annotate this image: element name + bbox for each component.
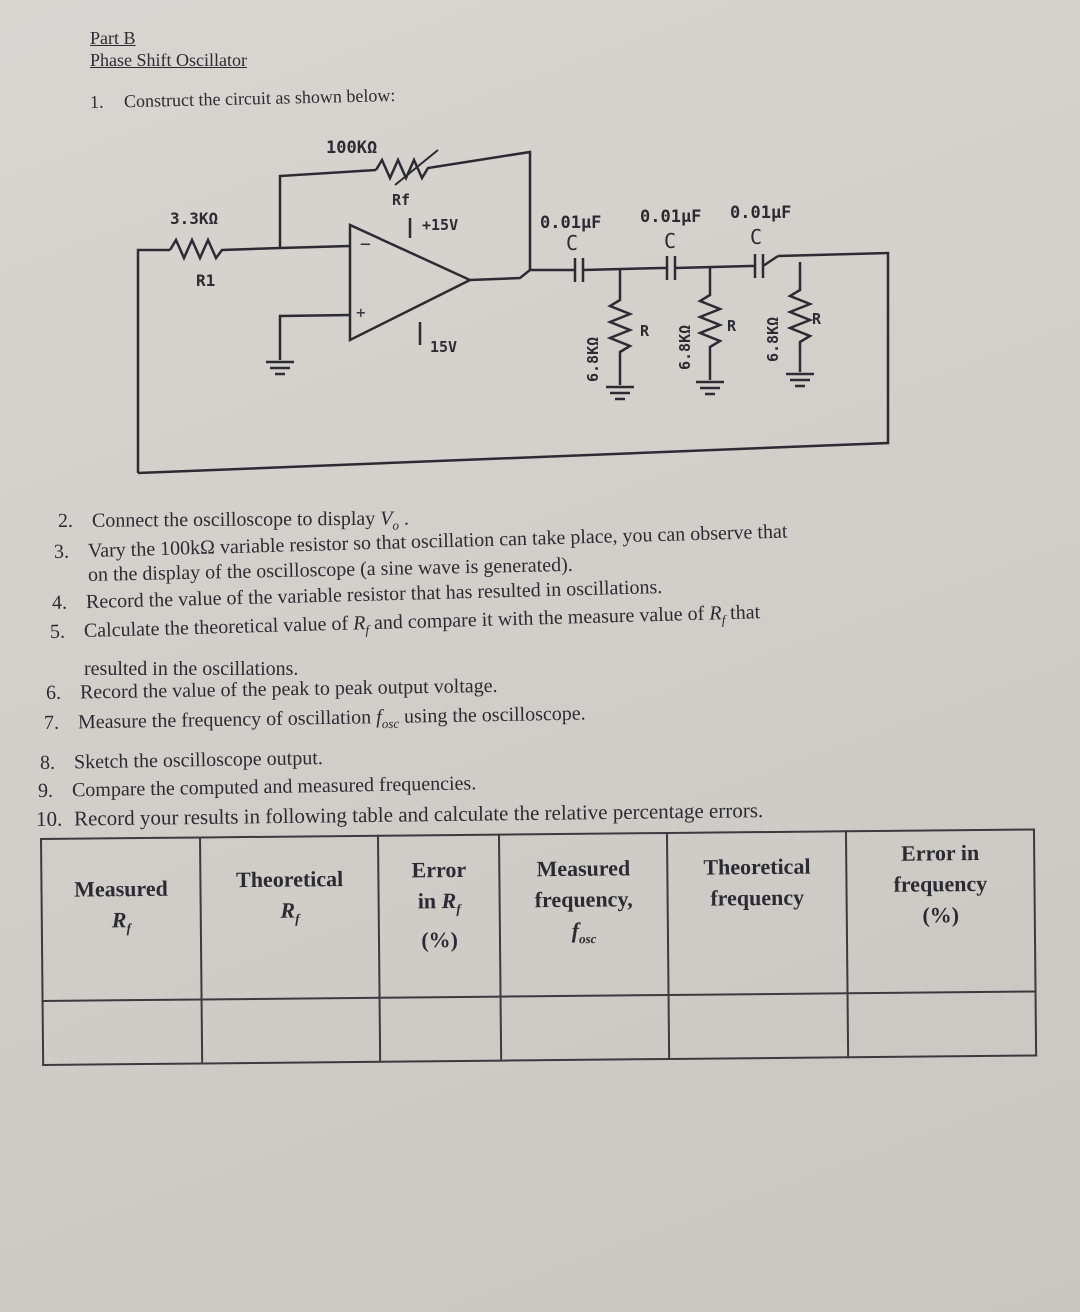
cell-measured-freq[interactable] [500,994,670,1061]
col-measured-rf: Measured Rf [41,837,202,1001]
cell-theoretical-rf[interactable] [201,997,381,1064]
shunt-3-value: 6.8KΩ [764,317,782,362]
col-theoretical-freq: Theoretical frequency [667,831,848,995]
cell-error-rf[interactable] [380,996,501,1062]
cap-3-label: C [750,225,762,249]
step-9: 9.Compare the computed and measured freq… [37,772,477,802]
capacitor-1 [570,258,663,282]
col-measured-freq: Measured frequency, fosc [498,832,669,997]
shunt-1-value: 6.8KΩ [584,337,602,382]
circuit-diagram: 100KΩ Rf 3.3KΩ R1 +15V 15V − + 0.01μF 0.… [136,138,890,475]
feedback-resistor [374,150,532,270]
capacitor-2 [662,256,751,280]
minus-input: − [360,234,371,255]
cell-measured-rf[interactable] [42,999,203,1065]
input-resistor [168,236,281,262]
capacitor-3 [750,254,779,278]
shunt-2-value: 6.8KΩ [676,325,694,370]
vpos-label: +15V [422,216,458,234]
shunt-resistor-2 [696,267,724,380]
shunt-resistor-3 [786,262,814,372]
cap-3-value: 0.01μF [730,203,791,223]
col-error-freq: Error in frequency (%) [845,829,1036,994]
col-theoretical-rf: Theoretical Rf [200,835,381,1000]
cap-2-label: C [664,229,676,253]
shunt-3-label: R [812,310,822,328]
vneg-label: 15V [430,338,457,356]
cap-1-label: C [566,231,578,255]
table-header-row: Measured Rf Theoretical Rf Error in Rf (… [41,829,1036,1001]
col-error-rf: Error in Rf (%) [378,834,501,998]
feedback-loop-wire [137,251,890,475]
r1-label: R1 [196,271,215,290]
shunt-1-label: R [640,322,650,340]
cap-1-value: 0.01μF [540,213,601,233]
input-res-value: 3.3KΩ [170,209,218,228]
step-10: 10.Record your results in following tabl… [35,798,764,831]
cap-2-value: 0.01μF [640,207,701,227]
cell-theoretical-freq[interactable] [668,993,848,1059]
section-title: Phase Shift Oscillator [90,50,247,70]
cell-error-freq[interactable] [847,991,1037,1058]
plus-input: + [356,303,366,322]
part-label: Part B [90,28,136,48]
shunt-2-label: R [727,317,737,335]
step-7: 7.Measure the frequency of oscillation f… [43,702,586,734]
step-8: 8.Sketch the oscilloscope output. [39,747,323,774]
rf-label: Rf [392,191,410,209]
op-amp [348,223,473,343]
step-5-cont: resulted in the oscillations. [84,658,299,680]
shunt-resistor-1 [606,269,634,385]
results-table: Measured Rf Theoretical Rf Error in Rf (… [40,828,1037,1066]
feedback-res-value: 100KΩ [326,138,377,158]
table-row [42,991,1037,1065]
